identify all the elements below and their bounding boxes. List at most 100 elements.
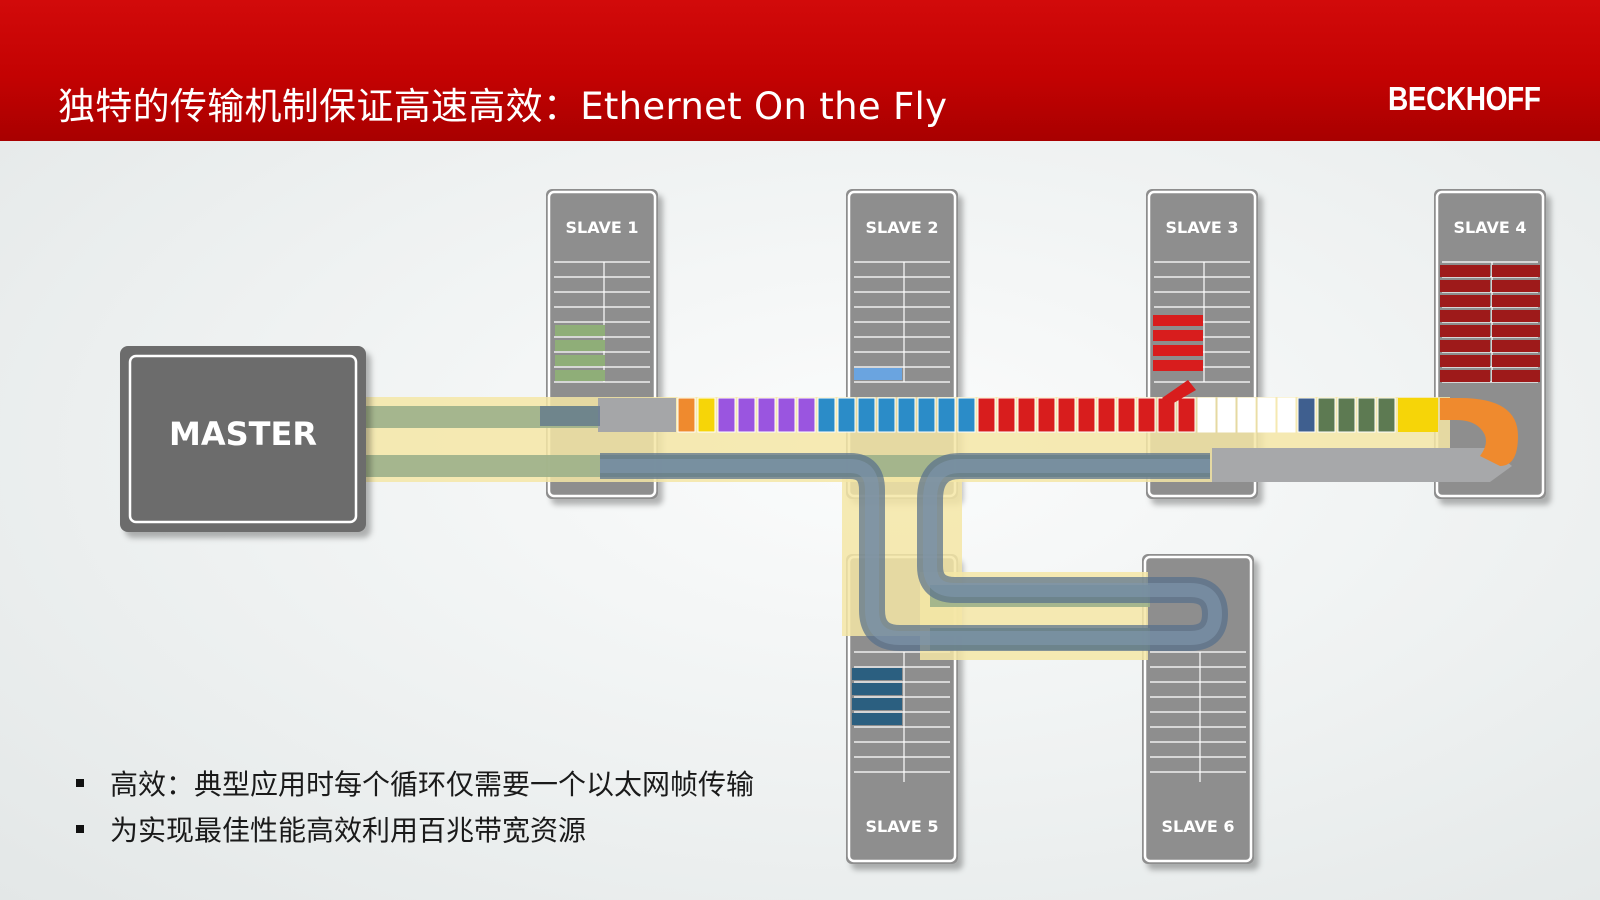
frame-block-red (1037, 397, 1056, 433)
slave4-memory-cell-right (1492, 355, 1540, 367)
slave-border (1143, 555, 1253, 863)
cable-loop-inner (600, 459, 1222, 645)
slave4-memory-cell-left (1440, 325, 1490, 337)
master-label: MASTER (169, 415, 317, 453)
slave4-memory-cell-left (1440, 340, 1490, 352)
slave4-memory-cell-right (1492, 295, 1540, 307)
frame-blocks (555, 265, 1540, 725)
slave-label: SLAVE 5 (865, 817, 938, 836)
slave4-memory-cell-left (1440, 310, 1490, 322)
slave-border (1147, 190, 1257, 498)
slave-label: SLAVE 6 (1161, 817, 1234, 836)
frame-block-white (1217, 397, 1236, 433)
slave-border (1435, 190, 1545, 498)
frame-block-green (1357, 397, 1376, 433)
frame-block-purple (717, 397, 736, 433)
frame-block-insert (1162, 380, 1196, 404)
frame-block-navy (1297, 397, 1316, 433)
slave1-memory-cell (555, 340, 605, 351)
slave1-memory-cell (555, 370, 605, 381)
bullet-text: 高效：典型应用时每个循环仅需要一个以太网帧传输 (110, 768, 755, 801)
slave2-memory-cell (854, 368, 902, 380)
slave3-memory-cell (1153, 360, 1203, 371)
frame-block-purple (777, 397, 796, 433)
frame-block-blue (877, 397, 896, 433)
frame-block-red (1117, 397, 1136, 433)
slave3-memory-cell (1153, 315, 1203, 326)
frame-block-white (1277, 397, 1296, 433)
frame-block-green (1377, 397, 1396, 433)
slave3-memory-cell (1153, 345, 1203, 356)
bullet-text: 为实现最佳性能高效利用百兆带宽资源 (110, 814, 587, 847)
frame-block-red (977, 397, 996, 433)
slave4-memory-cell-left (1440, 295, 1490, 307)
frame-block-red (1077, 397, 1096, 433)
slave-border (547, 190, 657, 498)
frame-block-blue (957, 397, 976, 433)
master-border (128, 354, 358, 524)
frame-block-white (1257, 397, 1276, 433)
slave4-memory-cell-right (1492, 265, 1540, 277)
slave5-memory-cell (852, 713, 902, 725)
frame-block-green (1337, 397, 1356, 433)
frame-block-yellow (697, 397, 716, 433)
slave4-memory-cell-left (1440, 370, 1490, 382)
slave4-memory-cell-right (1492, 370, 1540, 382)
frame-block-purple (797, 397, 816, 433)
slave4-memory-cell-left (1440, 265, 1490, 277)
frame-block-yellow-tail (1398, 398, 1438, 432)
frame-block-blue (937, 397, 956, 433)
frame-block-purple (757, 397, 776, 433)
slave4-memory-cell-right (1492, 325, 1540, 337)
slave4-memory-cell-right (1492, 280, 1540, 292)
frame-block-orange (677, 397, 696, 433)
header-bar: 独特的传输机制保证高速高效：Ethernet On the Fly BECKHO… (0, 0, 1600, 141)
frame-rail-return (1212, 448, 1512, 482)
beckhoff-logo: BECKHOFF (1388, 80, 1541, 117)
frame-rail-head (598, 398, 676, 432)
frame-block-white (1237, 397, 1256, 433)
frame-block-red (1017, 397, 1036, 433)
frame-block-red (1097, 397, 1116, 433)
frame-block-green (1317, 397, 1336, 433)
frame-rail-link (540, 406, 600, 426)
slave4-memory-cell-left (1440, 355, 1490, 367)
slave1-memory-cell (555, 355, 605, 366)
bullet-square-icon (76, 825, 84, 833)
frame-block-white (1197, 397, 1216, 433)
bullet-item: 为实现最佳性能高效利用百兆带宽资源 (72, 806, 754, 852)
frame-block-red (997, 397, 1016, 433)
slide-title: 独特的传输机制保证高速高效：Ethernet On the Fly (58, 85, 948, 128)
slave5-memory-cell (852, 668, 902, 680)
slave4-memory-cell-left (1440, 280, 1490, 292)
frame-block-blue (837, 397, 856, 433)
frame-block-blue (917, 397, 936, 433)
master-module: MASTER (120, 346, 366, 532)
slave4-memory-cell-right (1492, 310, 1540, 322)
bullet-list: 高效：典型应用时每个循环仅需要一个以太网帧传输 为实现最佳性能高效利用百兆带宽资… (72, 760, 754, 852)
bullet-item: 高效：典型应用时每个循环仅需要一个以太网帧传输 (72, 760, 754, 806)
frame-block-red (1137, 397, 1156, 433)
bullet-square-icon (76, 779, 84, 787)
slave4-memory-cell-right (1492, 340, 1540, 352)
frame-block-blue (857, 397, 876, 433)
frame-block-blue (817, 397, 836, 433)
slave3-memory-cell (1153, 330, 1203, 341)
slave-label: SLAVE 3 (1165, 218, 1238, 237)
master-layer: MASTER (120, 346, 366, 532)
slave5-memory-cell (852, 698, 902, 710)
frame-turnaround (1440, 398, 1518, 466)
network-paths (360, 397, 1518, 660)
slave-label: SLAVE 4 (1453, 218, 1526, 237)
slave-label: SLAVE 2 (865, 218, 938, 237)
frame-block-purple (737, 397, 756, 433)
slave-label: SLAVE 1 (565, 218, 638, 237)
slave1-memory-cell (555, 325, 605, 336)
frame-block-red (1057, 397, 1076, 433)
slave5-memory-cell (852, 683, 902, 695)
frame-block-blue (897, 397, 916, 433)
master-body (120, 346, 366, 532)
frame-block-red (1177, 397, 1196, 433)
